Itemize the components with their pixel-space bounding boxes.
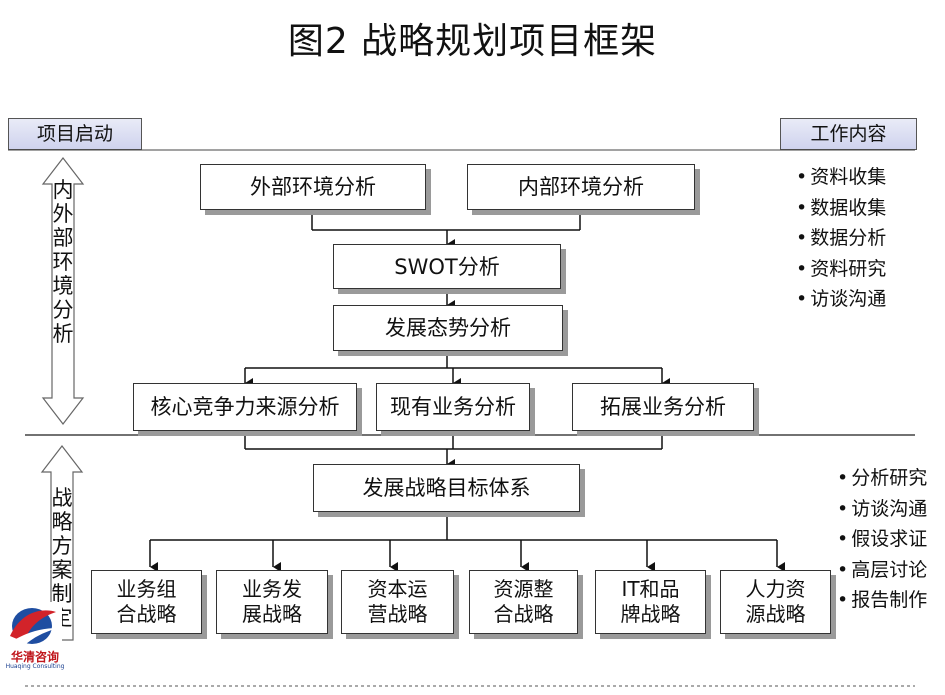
box-strategy-label: IT和品牌战略 (620, 577, 681, 626)
box-strategy-label: 业务发展战略 (242, 577, 302, 626)
box-strategy-label: 人力资源战略 (745, 577, 806, 626)
box-swot-analysis: SWOT分析 (333, 244, 561, 289)
box-internal-environment-analysis: 内部环境分析 (467, 164, 695, 210)
list-item: 访谈沟通 (796, 284, 886, 315)
box-strategy-business-portfolio: 业务组合战略 (91, 570, 202, 634)
list-item: 数据收集 (796, 193, 886, 224)
phase-label-project-start: 项目启动 (8, 118, 142, 150)
logo-name: 华清咨询 (10, 650, 59, 664)
list-item: 数据分析 (796, 223, 886, 254)
list-item: 资料研究 (796, 254, 886, 285)
diagram-title: 图2 战略规划项目框架 (287, 21, 658, 62)
list-item: 假设求证 (837, 524, 927, 555)
box-existing-business-analysis: 现有业务分析 (376, 383, 530, 431)
box-strategy-capital-operation: 资本运营战略 (341, 570, 454, 634)
box-core-competence-source-analysis: 核心竞争力来源分析 (133, 383, 357, 431)
logo-subtitle: Huaqing Consulting (5, 663, 65, 670)
box-strategy-it-and-brand: IT和品牌战略 (595, 570, 706, 634)
list-item: 资料收集 (796, 162, 886, 193)
box-strategy-human-resources: 人力资源战略 (720, 570, 831, 634)
vertical-label-env-analysis: 内外部环境分析 (52, 178, 74, 346)
list-item: 访谈沟通 (837, 494, 927, 525)
box-strategy-label: 资源整合战略 (493, 577, 554, 626)
bottom-double-arrow (40, 445, 84, 641)
list-item: 报告制作 (837, 585, 927, 616)
work-content-list-strategy: 分析研究 访谈沟通 假设求证 高层讨论 报告制作 (837, 463, 927, 616)
box-strategy-label: 业务组合战略 (116, 577, 177, 626)
huaqing-logo-icon (4, 602, 62, 674)
box-external-environment-analysis: 外部环境分析 (200, 164, 426, 210)
vertical-label-strategy-formulation: 战略方案制定 (51, 486, 73, 630)
box-strategy-resource-integration: 资源整合战略 (469, 570, 578, 634)
work-content-list-analysis: 资料收集 数据收集 数据分析 资料研究 访谈沟通 (796, 162, 886, 315)
list-item: 高层讨论 (837, 555, 927, 586)
box-development-strategy-target-system: 发展战略目标体系 (313, 464, 580, 512)
box-expansion-business-analysis: 拓展业务分析 (572, 383, 754, 431)
box-strategy-label: 资本运营战略 (367, 577, 428, 626)
list-item: 分析研究 (837, 463, 927, 494)
box-strategy-business-development: 业务发展战略 (216, 570, 328, 634)
top-double-arrow (41, 157, 85, 425)
box-development-situation-analysis: 发展态势分析 (333, 305, 563, 351)
